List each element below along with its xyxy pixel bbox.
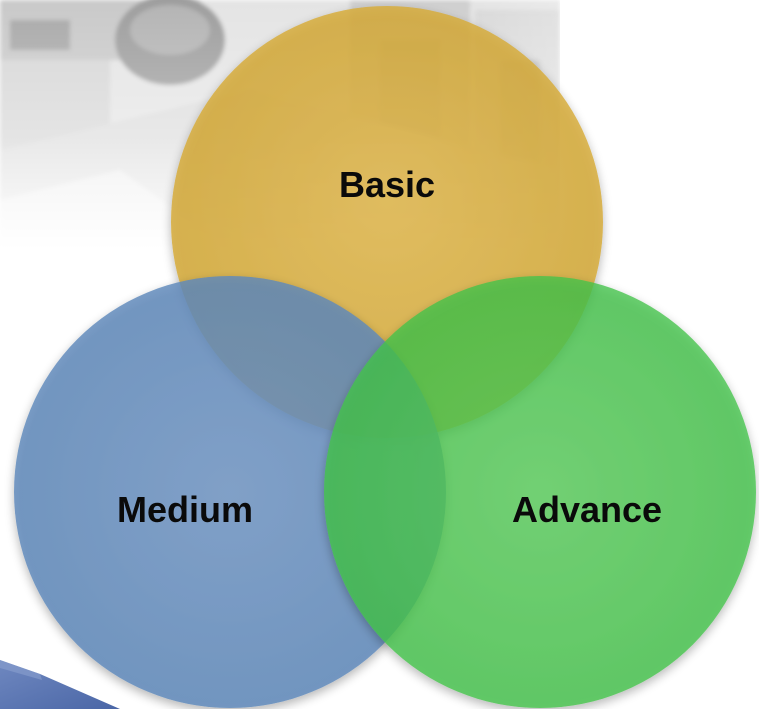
venn-label-advance: Advance bbox=[511, 489, 663, 530]
corner-accent-shape bbox=[0, 660, 120, 709]
venn-circle-advance bbox=[324, 276, 756, 708]
venn-label-medium: Medium bbox=[116, 489, 254, 530]
venn-label-basic: Basic bbox=[338, 164, 436, 205]
venn-circle-medium bbox=[14, 276, 446, 708]
